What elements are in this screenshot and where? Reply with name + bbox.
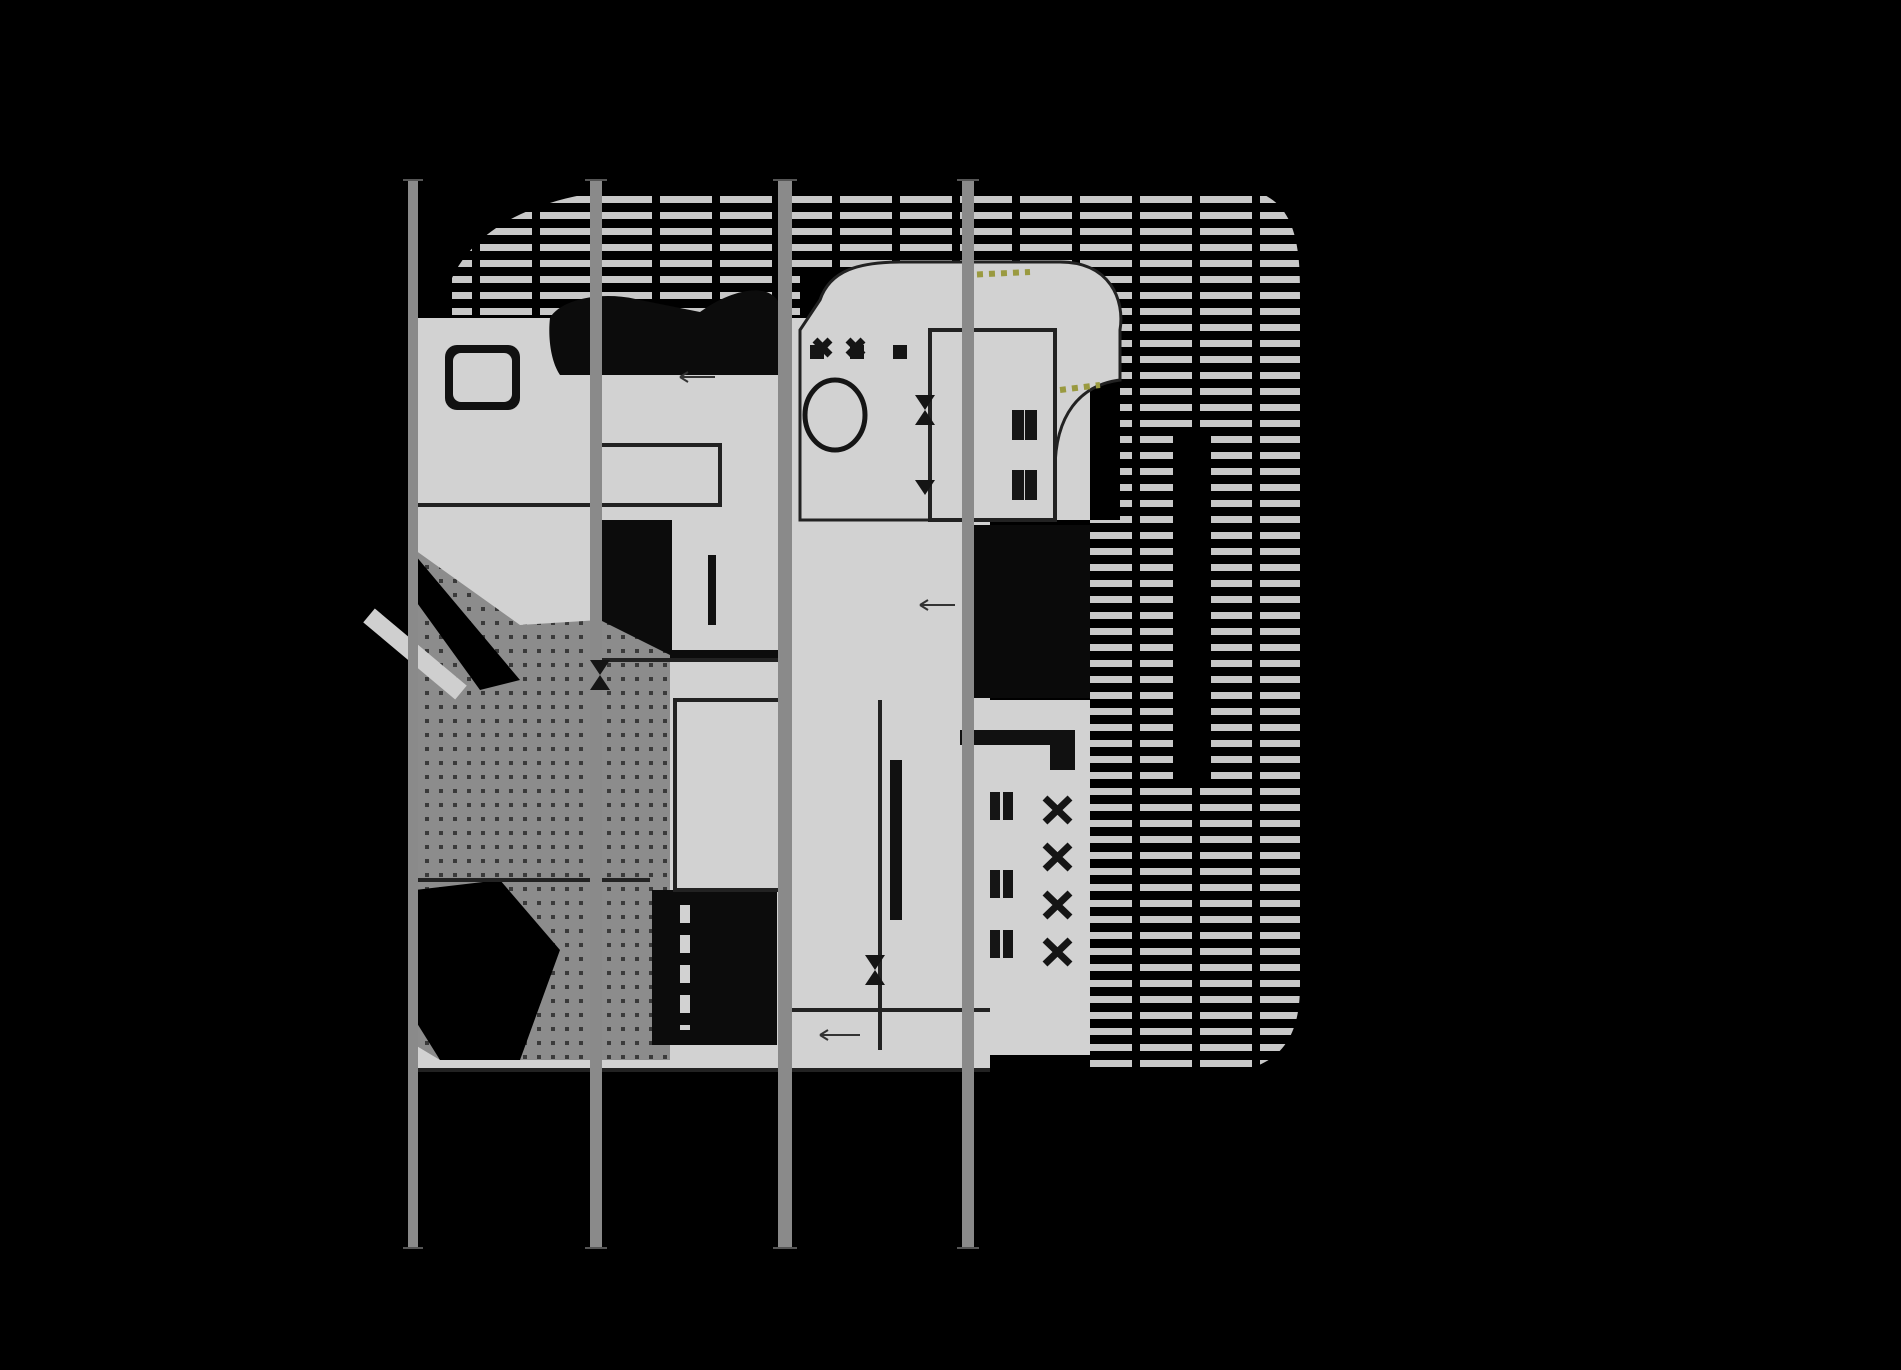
lounge-chair-icon [1042,937,1073,967]
lounge-chair-icon [845,337,866,358]
dining-table-icon [1003,792,1013,820]
hatched-terrace [452,188,1300,1075]
door-swing-icon [915,395,935,425]
dining-table-icon [1012,410,1024,440]
dining-tables [802,345,1037,958]
dining-table-icon [1003,930,1013,958]
curved-lounge [798,260,1123,522]
dark-room-south [652,890,777,1045]
stair-arrows [679,371,955,1041]
dining-table-icon [990,870,1000,898]
stair-arrow-icon [919,599,955,611]
lounge-chair-icon [1042,795,1073,825]
door-swing-icon [915,480,935,495]
lounge-chair-icon [1042,842,1073,872]
courtyard-shadow [415,555,560,1060]
stair-arrow-icon [679,371,715,383]
pod-room-inner [453,353,512,402]
lounge-chair-icon [812,337,833,358]
service-counter [890,760,902,920]
dining-table-icon [1003,870,1013,898]
bar-counter [960,730,1075,770]
structural-grid [408,180,974,1248]
east-void [972,525,1090,698]
round-table-icon [802,377,868,453]
dining-table-icon [990,930,1000,958]
grid-line-1 [408,180,418,1248]
kitchen-counter [708,555,716,625]
dining-table-icon [990,792,1000,820]
grid-line-ticks [403,179,979,1249]
lounge-chairs [812,337,1073,967]
door-swing-icon [590,660,610,690]
dining-table-icon [893,345,907,359]
grid-line-4 [962,180,974,1248]
grid-line-3 [778,180,792,1248]
stair-arrow-icon [819,1029,860,1041]
dining-table-icon [1025,410,1037,440]
terrace-bench [1173,430,1211,785]
grid-line-2 [590,180,602,1248]
upper-void [549,290,780,375]
door-swing-icon [865,955,885,985]
dining-table-icon [1012,470,1024,500]
kitchen-island [672,520,780,650]
door-swings [590,395,935,985]
lounge-chair-icon [1042,890,1073,920]
dining-table-icon [1025,470,1037,500]
